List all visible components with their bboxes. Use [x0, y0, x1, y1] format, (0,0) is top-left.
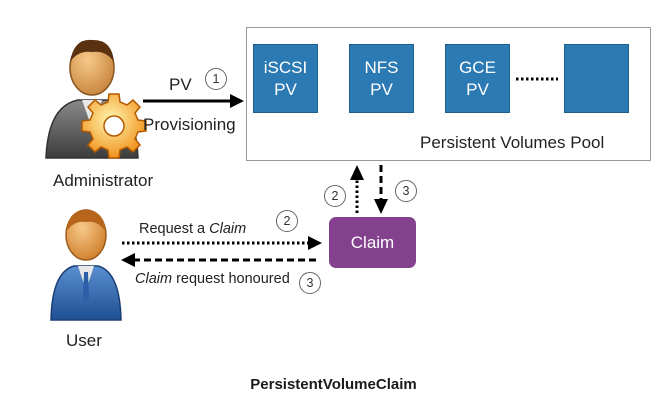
pv-box-nfs: NFS PV: [349, 44, 414, 113]
pv-box-iscsi: iSCSI PV: [253, 44, 318, 113]
request-arrowhead: [308, 236, 322, 250]
administrator-label: Administrator: [53, 171, 154, 190]
step-1-badge: 1: [205, 68, 227, 90]
figure-caption: PersistentVolumeClaim: [250, 376, 417, 393]
user-icon: [50, 209, 122, 321]
user-label: User: [66, 331, 102, 350]
request-claim-word: Claim: [209, 221, 247, 237]
provision-arrowhead: [230, 94, 244, 108]
step-3-down-badge: 3: [395, 180, 417, 202]
claim-box: Claim: [329, 217, 416, 268]
provisioning-label: Provisioning: [143, 115, 236, 134]
honoured-claim-word: Claim: [135, 271, 173, 287]
pv-label: PV: [169, 75, 192, 94]
pv-box-gce: GCE PV: [445, 44, 510, 113]
pool-to-claim-arrowhead: [374, 199, 388, 214]
pool-label: Persistent Volumes Pool: [420, 133, 605, 152]
claim-to-pool-arrowhead: [350, 165, 364, 180]
administrator-icon: [45, 39, 147, 159]
pv-box-iscsi-pv: PV: [274, 80, 297, 99]
pv-box-nfs-type: NFS: [364, 58, 399, 77]
step-3-honoured-badge: 3: [299, 272, 321, 294]
claim-honoured-label: Claim request honoured: [135, 271, 290, 287]
pv-box-gce-type: GCE: [459, 58, 496, 77]
step-2-request-badge: 2: [276, 210, 298, 232]
pv-box-iscsi-type: iSCSI: [263, 58, 308, 77]
step-2-up-badge: 2: [324, 185, 346, 207]
pv-box-gce-pv: PV: [466, 80, 489, 99]
honoured-arrowhead: [121, 253, 135, 267]
ellipsis-dots: [516, 77, 558, 81]
pv-box-empty: [564, 44, 629, 113]
request-claim-label: Request a Claim: [139, 221, 246, 237]
request-prefix: Request a: [139, 221, 210, 237]
honoured-suffix: request honoured: [172, 271, 290, 287]
pv-box-nfs-pv: PV: [370, 80, 393, 99]
